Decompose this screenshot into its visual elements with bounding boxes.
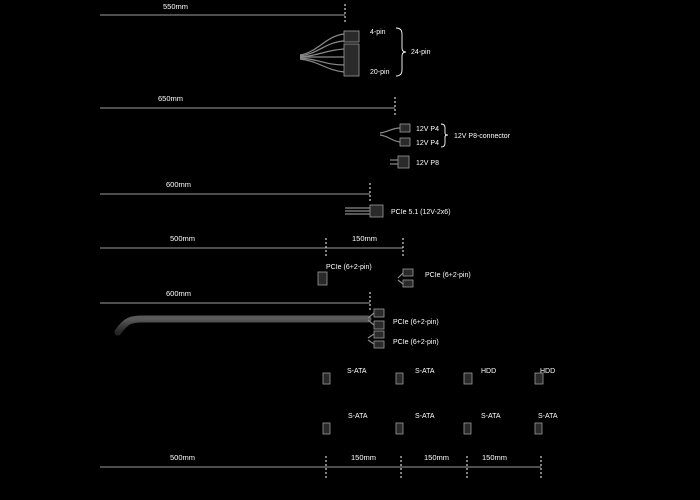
sata-cable-1-group: S-ATA S-ATA HDD HDD: [118, 368, 555, 385]
label-12v-p4-a: 12V P4: [416, 126, 439, 133]
cpu-p4a-connector: [399, 123, 411, 133]
atx-24pin-cable-group: 550mm 4-pin 20-pin 24-pin: [100, 2, 431, 77]
hdd1-connector-2: [534, 372, 544, 385]
brace-24pin: [395, 27, 407, 77]
sata1-connector-2: [395, 372, 404, 385]
label-sata2-c1: S-ATA: [348, 413, 368, 420]
label-sata1-c3: HDD: [481, 368, 496, 375]
atx-4pin-connector: [343, 30, 360, 43]
dim-500mm-a: 500mm: [170, 234, 195, 243]
label-sata2-c2: S-ATA: [415, 413, 435, 420]
pcie-dual-cable-group: 600mm PCIe (6+2-pin) PCIe (6+2-pin): [100, 289, 439, 349]
pcie-dual-wire-b: [367, 319, 375, 326]
sata-cable-2-group: S-ATA S-ATA S-ATA S-ATA: [118, 413, 558, 435]
dim-600mm-b: 600mm: [166, 289, 191, 298]
dim-150mm-a: 150mm: [352, 234, 377, 243]
sata-dimension-bar: 500mm 150mm 150mm 150mm: [100, 453, 542, 478]
pcie-dual-cable-top: [114, 315, 372, 336]
pcie-dual-wire-c: [367, 333, 375, 339]
atx-wires-fan: [299, 33, 345, 73]
sata2-connector-2: [395, 422, 404, 435]
pcie-dual-top-connector-a: [373, 308, 385, 318]
pcie-dual-wire-d: [367, 339, 375, 345]
dim-550mm: 550mm: [163, 2, 188, 11]
label-sata2-c4: S-ATA: [538, 413, 558, 420]
pcie-daisy-cable-group: 500mm 150mm PCIe (6+2-pin) PCIe (6+2-pin…: [100, 234, 471, 288]
pcie-dual-top-connector-b: [373, 320, 385, 330]
label-pcie-dual-top: PCIe (6+2-pin): [393, 319, 439, 326]
label-pcie-daisy-mid: PCIe (6+2-pin): [326, 264, 372, 271]
cpu-p4b-wire: [379, 134, 401, 143]
dim-500mm-b: 500mm: [170, 453, 195, 462]
pcie-daisy-end-connector-b: [402, 279, 414, 288]
dim-150mm-b: 150mm: [351, 453, 376, 462]
label-pcie5: PCIe 5.1 (12V-2x6): [391, 209, 451, 216]
label-pcie-dual-bottom: PCIe (6+2-pin): [393, 339, 439, 346]
label-12v-p8-connector: 12V P8-connector: [454, 133, 511, 140]
pcie-dual-bottom-connector-a: [373, 330, 385, 339]
label-4pin: 4-pin: [370, 29, 386, 36]
pcie-dual-wire-a: [367, 312, 375, 319]
sata1-connector-1: [322, 372, 331, 385]
dim-150mm-d: 150mm: [482, 453, 507, 462]
label-sata1-c2: S-ATA: [415, 368, 435, 375]
pcie5-wires: [345, 207, 370, 215]
pcie-daisy-wire-b: [397, 279, 404, 285]
cpu-p4a-wire: [379, 127, 401, 134]
cpu-p4b-connector: [399, 137, 411, 147]
dim-650mm: 650mm: [158, 94, 183, 103]
label-12v-p8: 12V P8: [416, 160, 439, 167]
label-24pin: 24-pin: [411, 49, 431, 56]
cpu-p8-connector: [397, 155, 410, 169]
brace-p8: [440, 123, 449, 148]
dim-150mm-c: 150mm: [424, 453, 449, 462]
cpu-cables-group: 650mm 12V P4 12V P4 12V P8-connector 12V…: [100, 94, 511, 169]
pcie5-cable-group: 600mm PCIe 5.1 (12V-2x6): [100, 180, 451, 218]
label-12v-p4-b: 12V P4: [416, 140, 439, 147]
sata2-connector-4: [534, 422, 543, 435]
pcie-daisy-wire-a: [397, 272, 404, 279]
sata2-connector-1: [322, 422, 331, 435]
dim-600mm-a: 600mm: [166, 180, 191, 189]
label-sata1-c4: HDD: [540, 368, 555, 375]
hdd1-connector-1: [463, 372, 473, 385]
label-pcie-daisy-end: PCIe (6+2-pin): [425, 272, 471, 279]
label-20pin: 20-pin: [370, 69, 390, 76]
atx-20pin-connector: [343, 43, 360, 77]
pcie-dual-bottom-connector-b: [373, 340, 385, 349]
pcie-daisy-end-connector-a: [402, 268, 414, 277]
label-sata2-c3: S-ATA: [481, 413, 501, 420]
label-sata1-c1: S-ATA: [347, 368, 367, 375]
sata2-connector-3: [463, 422, 472, 435]
pcie5-connector: [369, 204, 384, 218]
